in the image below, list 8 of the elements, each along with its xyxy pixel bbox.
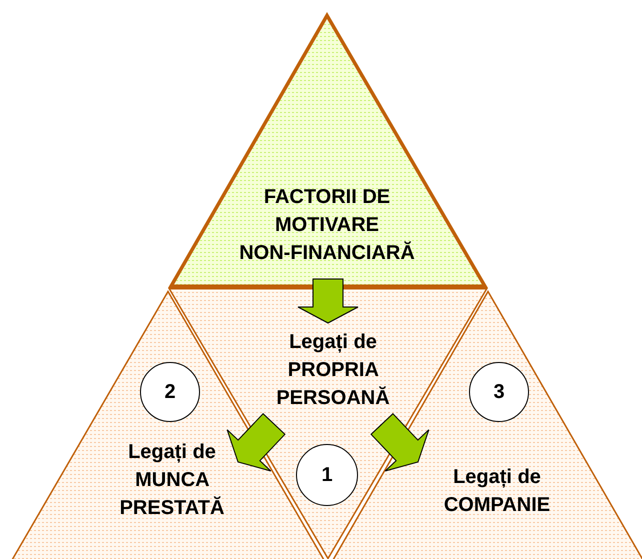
triangle-label: Legați de COMPANIE (442, 465, 552, 518)
block-arrow (370, 413, 430, 472)
block-arrow (226, 413, 286, 472)
triangle-shape (168, 12, 488, 290)
triangle-label: FACTORII DE MOTIVARE NON-FINANCIARĂ (238, 185, 416, 266)
triangle-label: Legați de MUNCA PRESTATĂ (118, 440, 226, 521)
block-arrow (298, 278, 358, 324)
triangle-label: Legați de PROPRIA PERSOANĂ (275, 330, 391, 411)
